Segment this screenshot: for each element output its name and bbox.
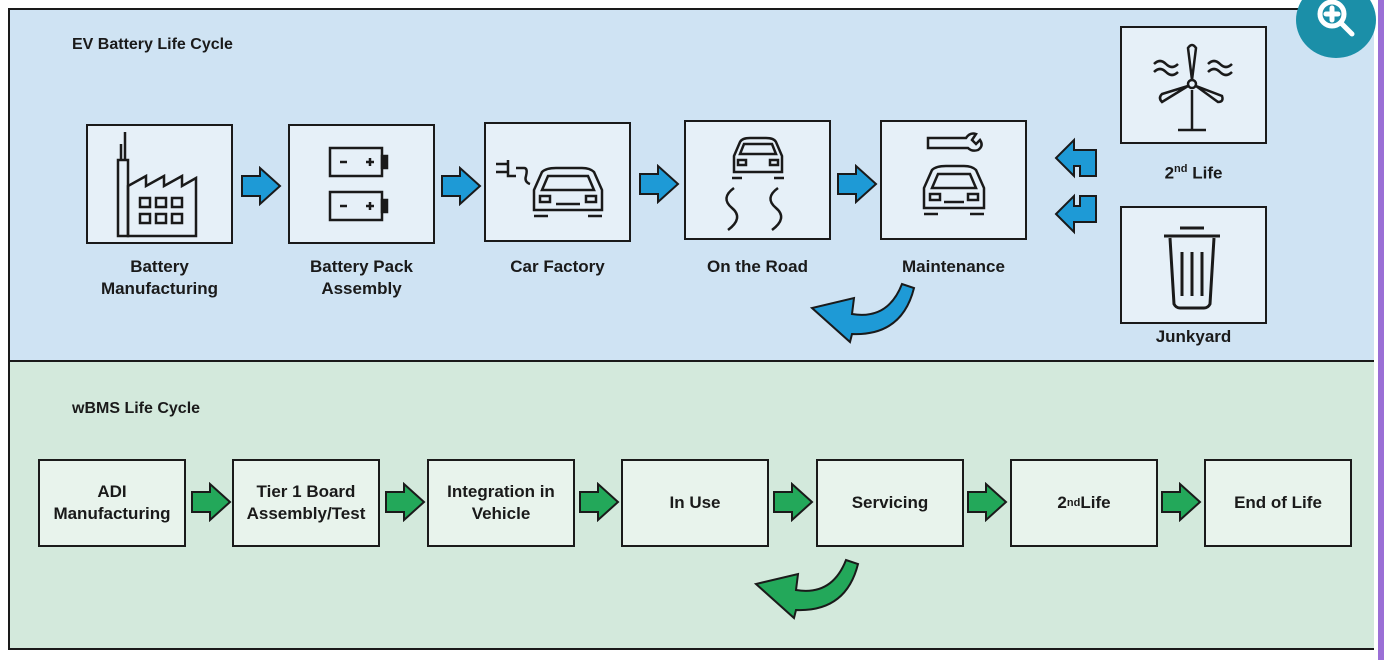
car-road-icon: [725, 136, 784, 231]
car-factory-box: [484, 122, 631, 242]
integration-in-vehicle-box: Integration in Vehicle: [427, 459, 575, 547]
wbms-section: wBMS Life Cycle ADI Manufacturing Tier 1…: [10, 362, 1374, 648]
second-life-box: [1120, 26, 1267, 144]
ev-battery-section: EV Battery Life Cycle Battery Manufactur…: [10, 10, 1374, 362]
wind-turbine-icon: [1153, 43, 1233, 132]
on-the-road-label: On the Road: [706, 257, 809, 276]
car-factory-label: Car Factory: [510, 257, 605, 276]
battery-pack-box: [288, 124, 435, 244]
flow-arrow-icon: [579, 482, 620, 522]
junkyard-box: [1120, 206, 1267, 324]
on-the-road-box: [684, 120, 831, 240]
car-wrench-icon: [922, 132, 986, 216]
end-of-life-box: End of Life: [1204, 459, 1352, 547]
factory-box: [86, 124, 233, 244]
adi-manufacturing-box: ADI Manufacturing: [38, 459, 186, 547]
flow-arrow-icon: [1161, 482, 1202, 522]
flow-arrow-icon: [385, 482, 426, 522]
flow-arrow-icon: [967, 482, 1008, 522]
battery-pack-assembly-label: Battery Pack Assembly: [309, 257, 413, 298]
battery-pack-icon: [328, 146, 389, 222]
ev-section-title: EV Battery Life Cycle: [72, 36, 233, 53]
battery-manufacturing-label: Battery Manufacturing: [100, 257, 219, 298]
flow-arrow-icon: [639, 164, 680, 204]
maintenance-box: [880, 120, 1027, 240]
zoom-in-icon: [1317, 0, 1355, 37]
flow-arrow-icon: [191, 482, 232, 522]
zoom-button[interactable]: [1296, 0, 1376, 58]
flow-arrow-icon: [773, 482, 814, 522]
servicing-cycle-arrow-icon: [753, 558, 860, 620]
flow-arrow-icon: [241, 166, 282, 206]
maintenance-cycle-arrow-icon: [809, 282, 916, 344]
trash-can-icon: [1164, 226, 1220, 310]
up-right-arrow-icon: [1054, 137, 1097, 179]
in-use-box: In Use: [621, 459, 769, 547]
wbms-section-title: wBMS Life Cycle: [72, 400, 201, 417]
junkyard-label: Junkyard: [1155, 327, 1232, 346]
tier1-board-assembly-box: Tier 1 Board Assembly/Test: [232, 459, 380, 547]
factory-icon: [116, 132, 198, 238]
flow-arrow-icon: [441, 166, 482, 206]
flow-arrow-icon: [837, 164, 878, 204]
right-edge-border: [1378, 0, 1384, 660]
second-life-label: 2nd Life: [1164, 163, 1223, 183]
down-right-arrow-icon: [1054, 193, 1097, 235]
servicing-box: Servicing: [816, 459, 964, 547]
car-charging-icon: [496, 160, 604, 218]
maintenance-label: Maintenance: [902, 257, 1005, 276]
